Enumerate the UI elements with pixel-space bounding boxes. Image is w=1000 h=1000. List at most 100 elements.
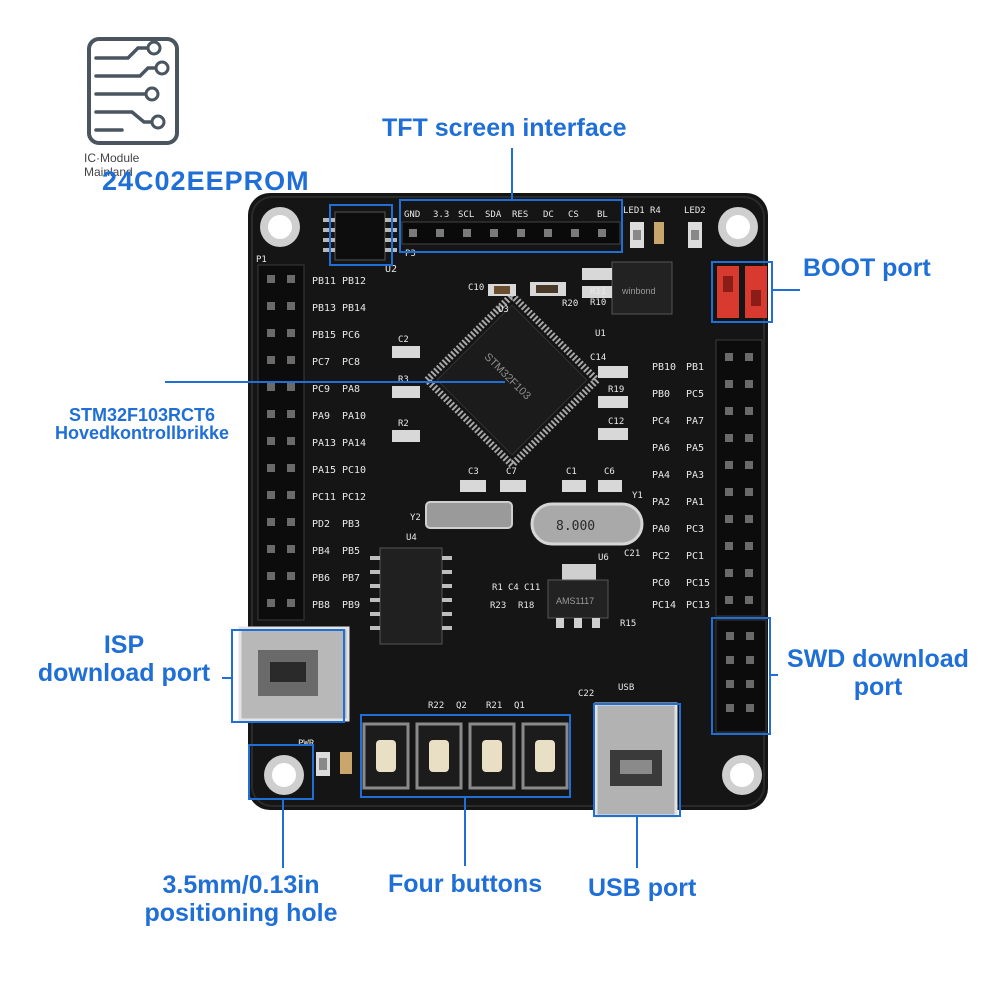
brand-line-1: IC·Module [84,151,140,165]
pin-label: PD2 [312,519,330,530]
pin-label: PA1 [686,497,704,508]
mcu-label-line-1: STM32F103RCT6 [68,405,216,425]
pin-label: PB14 [342,303,366,314]
mounting-holes [260,207,762,795]
pin-label: PB5 [342,546,360,557]
ref-r2: R2 [398,419,409,429]
usb-port-label: USB port [588,874,697,902]
ref-q2: Q2 [456,701,467,711]
mcu-chip: STM32F103 [422,290,602,470]
pin-label: PA0 [652,524,670,535]
pin-label: PC11 [312,492,336,503]
pin-label: PA14 [342,438,366,449]
pin-label: PA13 [312,438,336,449]
pin-label: PB1 [686,362,704,373]
pin-label: PA2 [652,497,670,508]
isp-download-port-label: ISP download port [26,631,222,687]
four-buttons-label: Four buttons [388,870,543,898]
pin-label: PA8 [342,384,360,395]
pin-label: PA9 [312,411,330,422]
ref-r4: R4 [650,206,661,216]
ref-p3: P3 [405,249,416,259]
pin-label: PA10 [342,411,366,422]
pin-label: PA3 [686,470,704,481]
usb-port-connector [594,702,678,818]
ref-c1: C1 [566,467,577,477]
pin-label: PB0 [652,389,670,400]
status-leds: LED1 R4 LED2 [623,206,706,248]
tft-pin-label: BL [597,210,608,220]
pin-label: PB10 [652,362,676,373]
ref-r11: R11 [590,287,606,297]
ref-r19: R19 [608,385,624,395]
pin-label: PA15 [312,465,336,476]
pin-label: PB6 [312,573,330,584]
tft-pin-label: DC [543,210,554,220]
tft-pin-label: CS [568,210,579,220]
boot-jumpers [711,261,773,323]
tft-pin-label: GND [404,210,420,220]
pin-label: PC2 [652,551,670,562]
brand-logo-text: IC·Module Mainland [84,151,140,180]
ref-y1: Y1 [632,491,643,501]
pin-label: PB13 [312,303,336,314]
pin-label: PC10 [342,465,366,476]
pin-label: PC15 [686,578,710,589]
swd-download-port-label: SWD download port [776,645,980,701]
hole-label-line-1: 3.5mm/0.13in [162,871,320,899]
ref-r20: R20 [562,299,578,309]
pin-label: PB7 [342,573,360,584]
ref-r1: R1 [492,583,503,593]
tft-interface-label: TFT screen interface [382,114,627,142]
brand-line-2: Mainland [84,164,133,179]
crystal-marking: 8.000 [556,519,595,534]
pin-label: PC13 [686,600,710,611]
positioning-hole-label: 3.5mm/0.13in positioning hole [128,871,354,927]
voltage-regulator: AMS1117 [547,564,609,628]
hole-label-line-2: positioning hole [144,898,338,927]
ref-r23: R23 [490,601,506,611]
ref-r3: R3 [398,375,409,385]
isp-label-line-1: ISP [103,631,145,659]
tft-pin-label: SCL [458,210,474,220]
regulator-marking: AMS1117 [556,596,594,606]
isp-usb-connector [238,626,350,722]
pin-label: PC1 [686,551,704,562]
pin-label: PC3 [686,524,704,535]
push-buttons [362,722,569,790]
ref-r15: R15 [620,619,636,629]
ref-q1: Q1 [514,701,525,711]
pin-label: PB11 [312,276,336,287]
ref-y2: Y2 [410,513,421,523]
ref-r18: R18 [518,601,534,611]
usb-uart-chip [370,547,452,645]
flash-marking: winbond [621,286,656,296]
ref-led2: LED2 [684,206,706,216]
tft-pin-label: 3.3 [433,210,449,220]
pin-label: PB8 [312,600,330,611]
crystal-y2 [425,501,513,529]
pin-label: PB9 [342,600,360,611]
pin-label: PB3 [342,519,360,530]
ref-c14: C14 [590,353,606,363]
tft-pin-label: RES [512,210,528,220]
tft-pin-label: SDA [485,210,502,220]
pin-label: PB4 [312,546,330,557]
eeprom-label: 24C02EEPROM [102,166,310,196]
ref-usb: USB [618,683,634,693]
pin-label: PA7 [686,416,704,427]
pin-label: PC4 [652,416,670,427]
pin-label: PC12 [342,492,366,503]
ref-r10: R10 [590,298,606,308]
ref-p1: P1 [256,255,267,265]
swd-label-line-2: port [853,672,903,701]
mcu-label-line-2: Hovedkontrollbrikke [54,423,230,443]
tft-header: GND 3.3 SCL SDA RES DC CS BL P3 [401,210,621,259]
ref-c4: C4 [508,583,519,593]
flash-chip: winbond U1 [595,261,673,339]
pin-label: PA4 [652,470,670,481]
ref-c2: C2 [398,335,409,345]
